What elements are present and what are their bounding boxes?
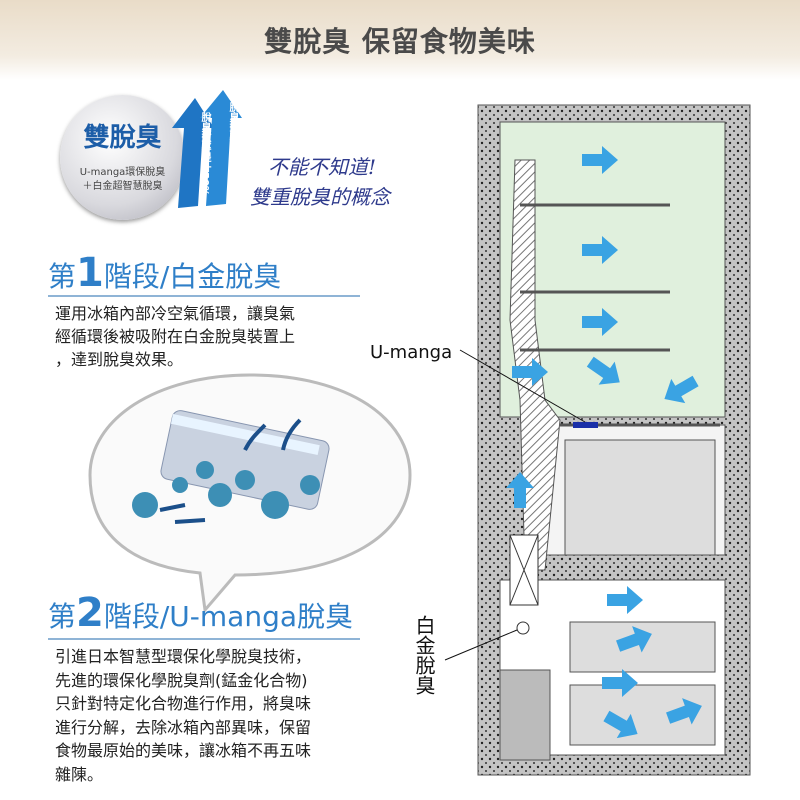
stage2-text: 引進日本智慧型環保化學脫臭技術， 先進的環保化學脫臭劑(錳金化合物) 只針對特定… (55, 645, 375, 786)
crisper-drawer (564, 439, 716, 556)
airflow-arrow-icon (512, 358, 548, 386)
stage2-line: 先進的環保化學脫臭劑(錳金化合物) (55, 670, 308, 690)
top-banner: 雙脫臭 保留食物美味 (0, 0, 800, 80)
stage2-title: 階段/U-manga脫臭 (103, 600, 354, 633)
stage1-line: 經循環後被吸附在白金脫臭裝置上 (55, 327, 296, 346)
badge-line2: ＋白金超智慧脫臭 (82, 181, 163, 192)
odor-molecules-icon (132, 461, 320, 519)
stage2-line: 只針對特定化合物進行作用，將臭味 (55, 694, 312, 713)
tagline: 不能不知道! 雙重脫臭的概念 (250, 152, 390, 212)
speech-bubble-illustration (88, 373, 412, 614)
airflow-arrow-icon (607, 586, 643, 614)
airflow-arrow-icon (586, 356, 620, 385)
platinum-deodorizer (516, 621, 530, 635)
stage1-line: 運用冰箱內部冷空氣循環，讓臭氣 (55, 304, 296, 323)
arrow-text-15: 脫臭效率提升15% (227, 102, 238, 186)
stage2-line: 引進日本智慧型環保化學脫臭技術， (55, 647, 312, 666)
stage2-line: 食物最原始的美味，讓冰箱不再五味 (55, 741, 312, 760)
umanga-leader-line (459, 349, 586, 423)
double-deodorize-badge: 雙脫臭 U-manga環保脫臭 ＋白金超智慧脫臭 (60, 95, 185, 220)
efficiency-arrows-icon (172, 90, 242, 208)
airflow-arrow-icon (582, 146, 618, 174)
stage2-number: 2 (76, 590, 104, 636)
airflow-arrow-icon (582, 236, 618, 264)
stage1-divider (48, 295, 360, 297)
stage1-heading: 第1階段/白金脫臭 (48, 250, 281, 296)
tagline-line1: 不能不知道! (268, 155, 377, 179)
shelves (520, 203, 720, 427)
platinum-label: 白金脫臭 (412, 615, 436, 695)
stage2-line: 進行分解，去除冰箱內部異味，保留 (55, 717, 312, 737)
badge-line1: U-manga環保脫臭 (79, 167, 166, 178)
stage1-text: 運用冰箱內部冷空氣循環，讓臭氣 經循環後被吸附在白金脫臭裝置上 ，達到脫臭效果。 (55, 302, 375, 371)
airflow-arrow-icon (666, 698, 702, 725)
badge-title: 雙脫臭 (83, 123, 162, 153)
airflow-arrows (506, 146, 702, 739)
stage2-divider (48, 638, 360, 640)
stage1-number: 1 (76, 250, 104, 296)
banner-title: 雙脫臭 保留食物美味 (264, 25, 536, 58)
fridge-cross-section-diagram (444, 104, 751, 776)
platinum-leader-line (444, 629, 518, 661)
airflow-arrows-icon (159, 418, 302, 524)
compressor (499, 669, 551, 761)
tagline-line2: 雙重脫臭的概念 (250, 185, 390, 209)
airflow-arrow-icon (582, 308, 618, 336)
stage2-line: 雜陳。 (55, 764, 104, 784)
airflow-arrow-icon (603, 710, 638, 739)
stage2-heading: 第2階段/U-manga脫臭 (48, 590, 353, 636)
airflow-arrow-icon (506, 472, 534, 508)
stage1-prefix: 第 (48, 260, 77, 293)
airflow-arrow-icon (616, 626, 652, 653)
stage1-line: ，達到脫臭效果。 (55, 350, 184, 369)
airflow-arrow-icon (602, 669, 638, 697)
stage2-prefix: 第 (48, 600, 77, 633)
umanga-filter (573, 422, 598, 428)
arrow-text-50: 脫臭效率提升50% (199, 112, 210, 196)
umanga-label: U-manga (370, 342, 453, 363)
stage1-title: 階段/白金脫臭 (103, 260, 282, 293)
airflow-arrow-icon (664, 375, 699, 404)
